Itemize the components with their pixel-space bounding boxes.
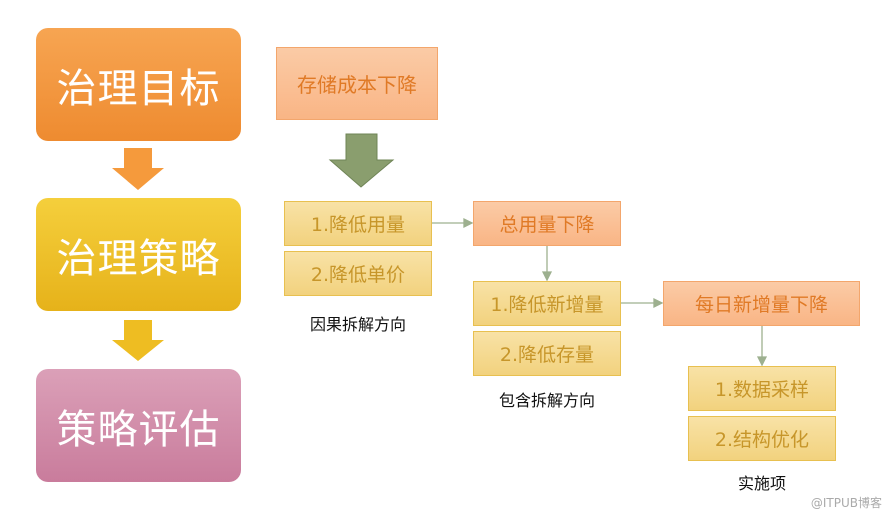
- evaluation-box: 策略评估: [36, 369, 241, 482]
- daily-box: 每日新增量下降: [663, 281, 860, 326]
- root-box: 存储成本下降: [276, 47, 438, 120]
- contain-label: 包含拆解方向: [498, 391, 595, 410]
- action-item: 2.结构优化: [688, 416, 836, 461]
- strategy-box: 治理策略: [36, 198, 241, 311]
- watermark: @ITPUB博客: [810, 496, 882, 510]
- contain-item: 1.降低新增量: [473, 281, 621, 326]
- actions-label: 实施项: [737, 474, 786, 493]
- arrow-green: [328, 133, 395, 188]
- causal-label: 因果拆解方向: [309, 315, 406, 334]
- goal-box: 治理目标: [36, 28, 241, 141]
- action-item: 1.数据采样: [688, 366, 836, 411]
- total-box: 总用量下降: [473, 201, 621, 246]
- causal-item: 1.降低用量: [284, 201, 432, 246]
- arrow-orange: [112, 148, 164, 190]
- contain-item: 2.降低存量: [473, 331, 621, 376]
- arrow-yellow: [112, 320, 164, 361]
- causal-item: 2.降低单价: [284, 251, 432, 296]
